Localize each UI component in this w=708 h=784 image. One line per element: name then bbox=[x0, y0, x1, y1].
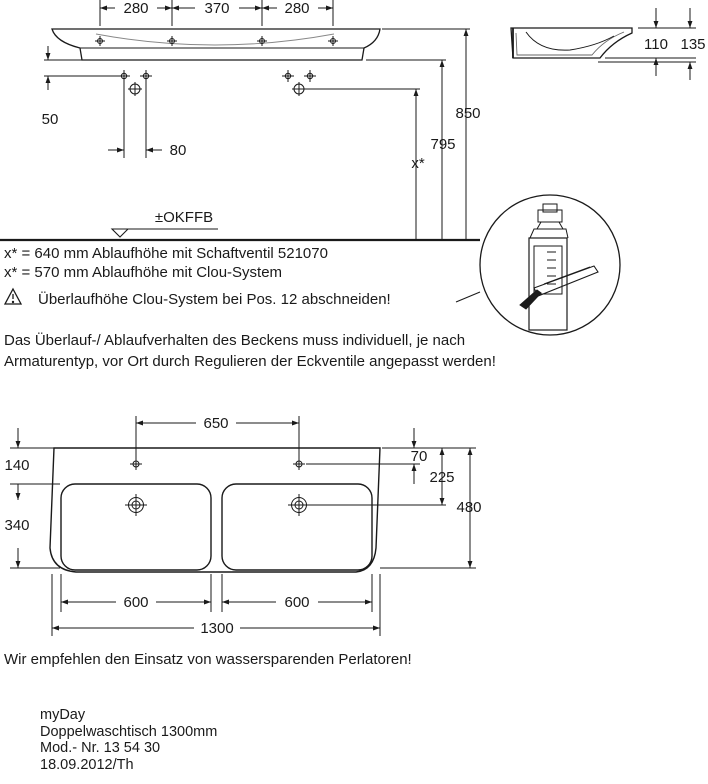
product-name: myDay bbox=[40, 707, 86, 723]
title-block: myDay Doppelwaschtisch 1300mm Mod.- Nr. … bbox=[40, 707, 217, 773]
dim-70: 70 bbox=[411, 448, 428, 465]
dim-650: 650 bbox=[203, 415, 228, 432]
dim-140: 140 bbox=[4, 457, 29, 474]
dim-340: 340 bbox=[4, 517, 29, 534]
adjustment-paragraph-line-2: Armaturentyp, vor Ort durch Regulieren d… bbox=[4, 353, 496, 370]
warning-icon bbox=[3, 287, 23, 305]
note-line-1: x* = 640 mm Ablaufhöhe mit Schaftventil … bbox=[4, 245, 328, 262]
side-section bbox=[510, 8, 696, 80]
dim-280-right: 280 bbox=[284, 0, 309, 17]
floor-level-label: ±OKFFB bbox=[155, 209, 213, 226]
dim-370: 370 bbox=[204, 0, 229, 17]
dim-225: 225 bbox=[429, 469, 454, 486]
dim-600-left: 600 bbox=[123, 594, 148, 611]
dim-280-left: 280 bbox=[123, 0, 148, 17]
tap-holes-elevation bbox=[95, 36, 338, 46]
model-number: Mod.- Nr. 13 54 30 bbox=[40, 740, 161, 756]
warning-note: Überlaufhöhe Clou-System bei Pos. 12 abs… bbox=[38, 291, 391, 308]
note-line-2: x* = 570 mm Ablaufhöhe mit Clou-System bbox=[4, 264, 283, 281]
dim-x-star: x* bbox=[411, 155, 425, 172]
adjustment-paragraph-line-1: Das Überlauf-/ Ablaufverhalten des Becke… bbox=[4, 332, 466, 349]
dim-795: 795 bbox=[430, 136, 455, 153]
drawing-date: 18.09.2012/Th bbox=[40, 756, 134, 773]
dim-480: 480 bbox=[456, 499, 481, 516]
plan-view bbox=[10, 416, 476, 636]
dim-600-right: 600 bbox=[284, 594, 309, 611]
dim-80: 80 bbox=[170, 142, 187, 159]
dim-110: 110 bbox=[644, 36, 668, 53]
dim-135: 135 bbox=[680, 36, 705, 53]
front-elevation bbox=[0, 0, 480, 242]
dim-1300: 1300 bbox=[200, 620, 233, 637]
dim-50: 50 bbox=[42, 111, 59, 128]
detail-pos-12 bbox=[455, 194, 621, 336]
product-description: Doppelwaschtisch 1300mm bbox=[40, 723, 218, 740]
recommendation-note: Wir empfehlen den Einsatz von wasserspar… bbox=[4, 651, 412, 668]
dim-850: 850 bbox=[455, 105, 480, 122]
valve-symbols bbox=[118, 70, 316, 96]
